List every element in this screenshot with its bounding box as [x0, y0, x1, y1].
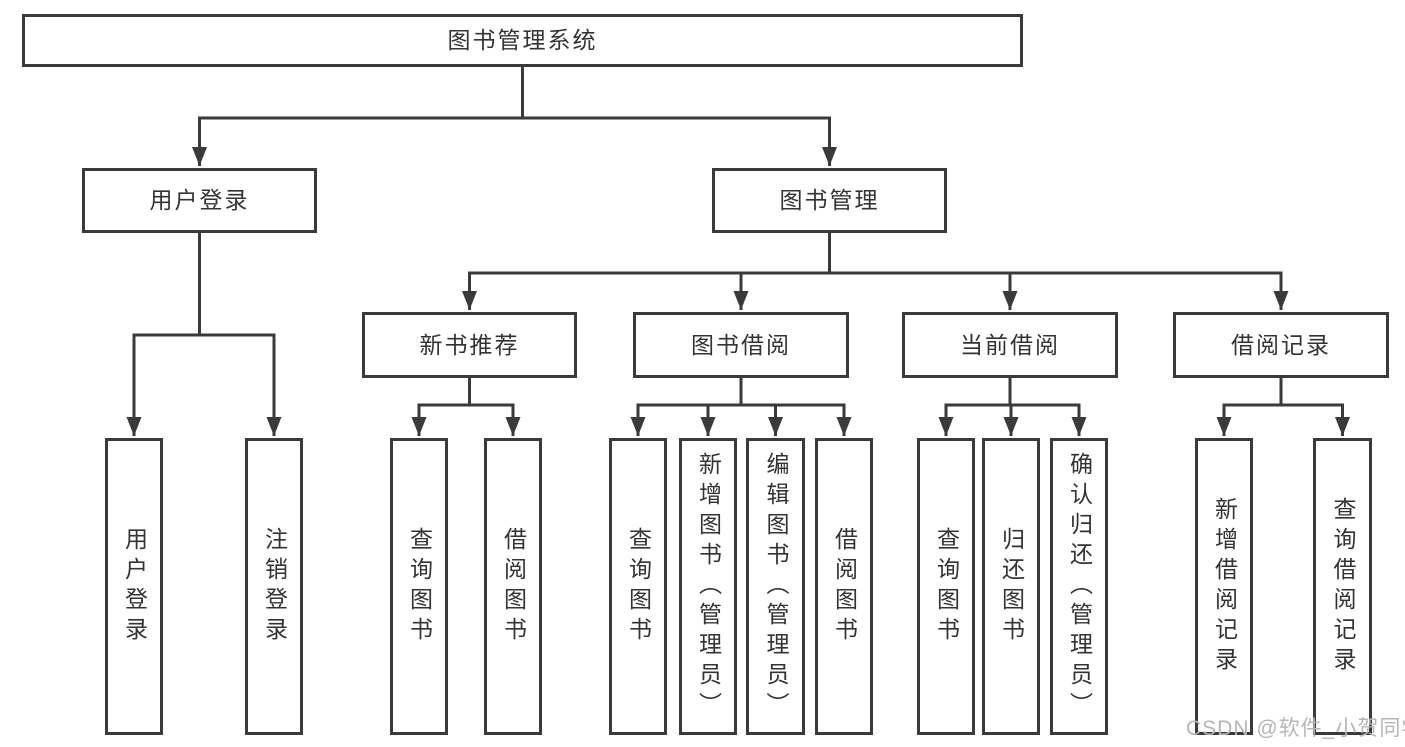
node-root-library-system: 图书管理系统	[22, 14, 1023, 67]
node-borrowing-records: 借阅记录	[1173, 312, 1389, 378]
leaf-nbr-query-book: 查询图书	[390, 438, 448, 735]
leaf-cb-confirm-return-admin: 确认归还（管理员）	[1050, 438, 1108, 735]
node-label: 查询图书	[625, 526, 652, 647]
node-label: 图书借阅	[691, 331, 791, 358]
node-label: 新增图书（管理员）	[695, 451, 722, 722]
node-label: 确认归还（管理员）	[1066, 451, 1093, 722]
node-label: 借阅记录	[1231, 331, 1331, 358]
node-label: 借阅图书	[831, 526, 858, 647]
node-label: 注销登录	[261, 526, 288, 647]
node-user-login: 用户登录	[82, 168, 317, 233]
node-new-book-recommendation: 新书推荐	[362, 312, 577, 378]
leaf-bb-query-book: 查询图书	[609, 438, 667, 735]
node-label: 用户登录	[121, 526, 148, 647]
node-book-borrowing: 图书借阅	[633, 312, 849, 378]
leaf-user-login: 用户登录	[105, 438, 163, 735]
node-label: 查询图书	[933, 526, 960, 647]
node-label: 用户登录	[149, 187, 250, 213]
node-label: 借阅图书	[500, 526, 527, 647]
leaf-bb-borrow-book: 借阅图书	[815, 438, 873, 735]
leaf-bb-edit-book-admin: 编辑图书（管理员）	[746, 438, 805, 735]
node-label: 图书管理	[779, 187, 880, 213]
leaf-cb-query-book: 查询图书	[917, 438, 975, 735]
leaf-bb-add-book-admin: 新增图书（管理员）	[679, 438, 737, 735]
leaf-nbr-borrow-book: 借阅图书	[484, 438, 542, 735]
csdn-watermark: CSDN @软件_小贺同学	[1186, 717, 1405, 740]
node-book-management: 图书管理	[712, 168, 947, 233]
leaf-logout: 注销登录	[245, 438, 303, 735]
node-label: 归还图书	[998, 526, 1025, 647]
node-label: 新增借阅记录	[1211, 496, 1238, 677]
leaf-br-query-record: 查询借阅记录	[1313, 438, 1372, 735]
leaf-cb-return-book: 归还图书	[982, 438, 1040, 735]
node-label: 查询图书	[406, 526, 433, 647]
node-label: 图书管理系统	[447, 27, 598, 53]
node-current-borrowing: 当前借阅	[902, 312, 1118, 378]
node-label: 编辑图书（管理员）	[763, 451, 789, 722]
node-label: 当前借阅	[960, 331, 1060, 358]
node-label: 新书推荐	[419, 331, 520, 358]
node-label: 查询借阅记录	[1330, 496, 1356, 677]
leaf-br-add-record: 新增借阅记录	[1195, 438, 1253, 735]
